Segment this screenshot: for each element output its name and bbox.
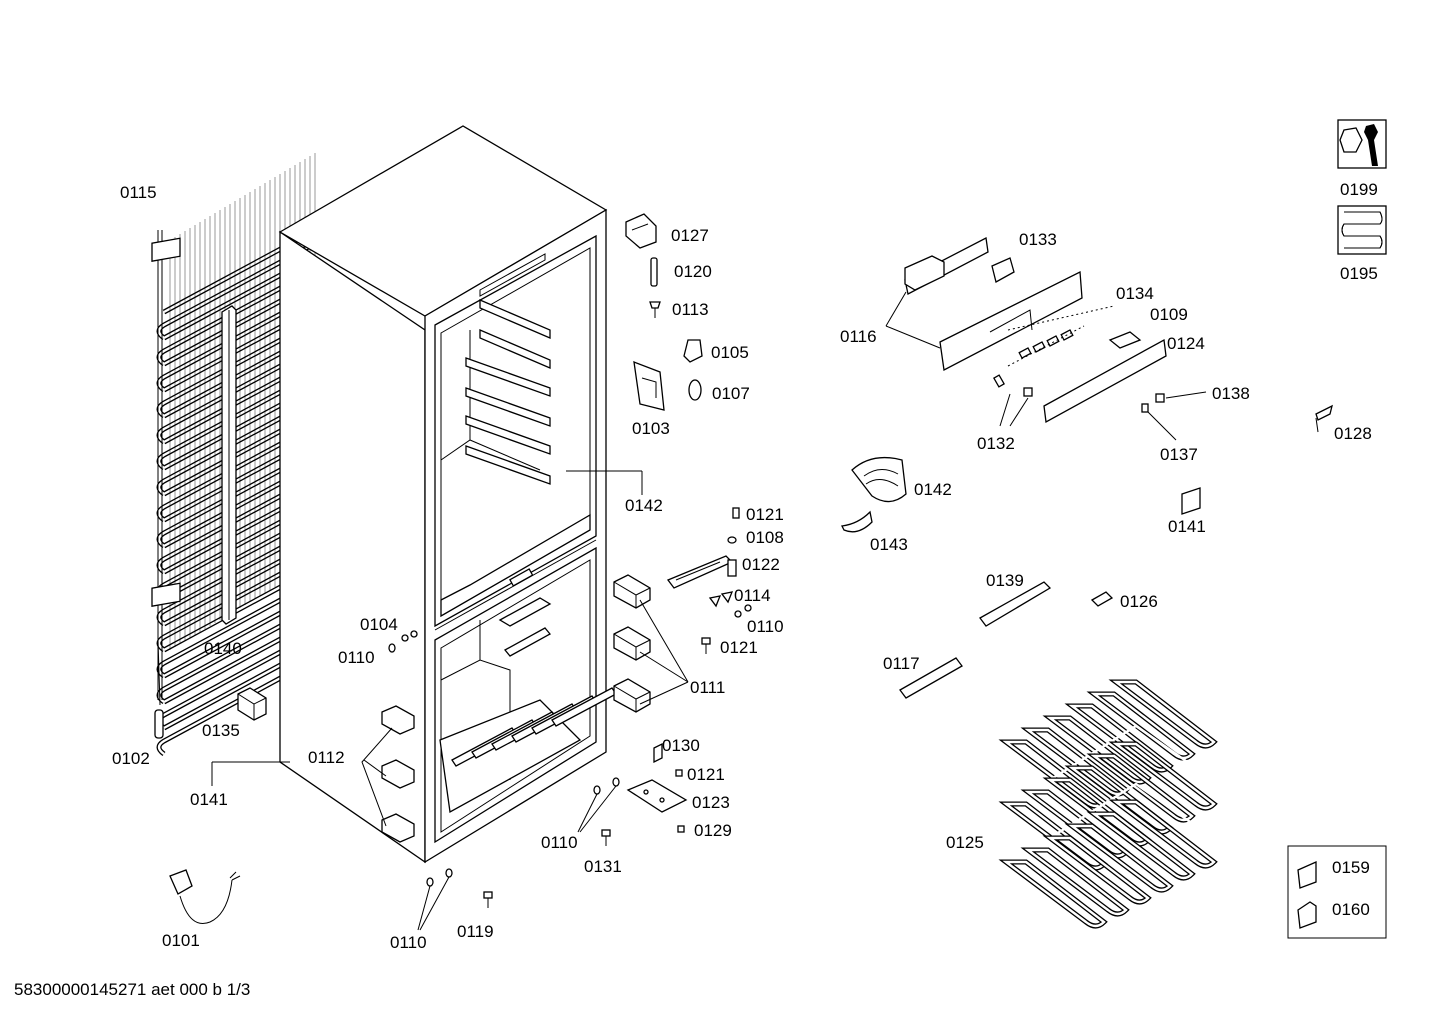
label-0141: 0141 bbox=[190, 790, 228, 809]
rail-strip bbox=[221, 305, 237, 625]
accessory-box bbox=[1287, 845, 1387, 939]
label-0102: 0102 bbox=[112, 749, 150, 768]
side-rails bbox=[361, 705, 415, 843]
label-0110: 0110 bbox=[338, 648, 375, 667]
label-0135: 0135 bbox=[202, 721, 240, 740]
label-0113: 0113 bbox=[672, 300, 709, 319]
tubes bbox=[899, 581, 1114, 699]
bracket-icon bbox=[1297, 860, 1317, 889]
label-0134: 0134 bbox=[1116, 284, 1154, 303]
label-0112: 0112 bbox=[308, 748, 345, 767]
label-0133: 0133 bbox=[1019, 230, 1057, 249]
coil-icon bbox=[1337, 205, 1387, 255]
label-0107: 0107 bbox=[712, 384, 750, 403]
label-0127: 0127 bbox=[671, 226, 709, 245]
label-0122: 0122 bbox=[742, 555, 780, 574]
label-0142: 0142 bbox=[625, 496, 663, 515]
label-0123: 0123 bbox=[692, 793, 730, 812]
label-0103: 0103 bbox=[632, 419, 670, 438]
leader-lines bbox=[211, 470, 643, 786]
wrench-nut-icon bbox=[1337, 119, 1387, 169]
power-cord bbox=[169, 869, 241, 924]
label-0111: 0111 bbox=[690, 678, 725, 697]
label-0114: 0114 bbox=[734, 586, 771, 605]
bracket-0141 bbox=[1181, 487, 1201, 515]
label-0121: 0121 bbox=[687, 765, 725, 784]
label-0121: 0121 bbox=[720, 638, 758, 657]
label-0195: 0195 bbox=[1340, 264, 1378, 283]
label-0104: 0104 bbox=[360, 615, 398, 634]
label-0143: 0143 bbox=[870, 535, 908, 554]
label-0101: 0101 bbox=[162, 931, 200, 950]
door-bins bbox=[613, 574, 689, 713]
label-0125: 0125 bbox=[946, 833, 984, 852]
label-0141: 0141 bbox=[1168, 517, 1206, 536]
label-0109: 0109 bbox=[1150, 305, 1188, 324]
label-0132: 0132 bbox=[977, 434, 1015, 453]
cabinet bbox=[278, 125, 617, 864]
label-0116: 0116 bbox=[840, 327, 877, 346]
label-0159: 0159 bbox=[1332, 858, 1370, 877]
footer-code: 58300000145271 aet 000 b 1/3 bbox=[14, 980, 251, 999]
label-0129: 0129 bbox=[694, 821, 732, 840]
label-0131: 0131 bbox=[584, 857, 622, 876]
label-0199: 0199 bbox=[1340, 180, 1378, 199]
label-0130: 0130 bbox=[662, 736, 700, 755]
label-0139: 0139 bbox=[986, 571, 1024, 590]
label-0119: 0119 bbox=[457, 922, 494, 941]
label-0115: 0115 bbox=[120, 183, 157, 202]
label-0126: 0126 bbox=[1120, 592, 1158, 611]
label-0110: 0110 bbox=[390, 933, 427, 952]
label-0140: 0140 bbox=[204, 639, 242, 658]
label-0160: 0160 bbox=[1332, 900, 1370, 919]
label-0121: 0121 bbox=[746, 505, 784, 524]
label-0142: 0142 bbox=[914, 480, 952, 499]
label-0137: 0137 bbox=[1160, 445, 1198, 464]
part-labels: 0115 0140 0102 0135 0141 0112 0101 0104 … bbox=[112, 180, 1378, 952]
label-0110: 0110 bbox=[747, 617, 784, 636]
small-fasteners bbox=[388, 630, 688, 931]
label-0128: 0128 bbox=[1334, 424, 1372, 443]
evaporator bbox=[998, 662, 1219, 934]
label-0108: 0108 bbox=[746, 528, 784, 547]
drier-filter bbox=[154, 709, 164, 739]
hinge-parts bbox=[625, 213, 752, 654]
control-panel bbox=[885, 237, 1333, 441]
label-0105: 0105 bbox=[711, 343, 749, 362]
label-0138: 0138 bbox=[1212, 384, 1250, 403]
fan-shroud bbox=[841, 456, 907, 533]
label-0124: 0124 bbox=[1167, 334, 1205, 353]
block-part bbox=[237, 687, 267, 721]
label-0110: 0110 bbox=[541, 833, 578, 852]
label-0120: 0120 bbox=[674, 262, 712, 281]
label-0117: 0117 bbox=[883, 654, 920, 673]
